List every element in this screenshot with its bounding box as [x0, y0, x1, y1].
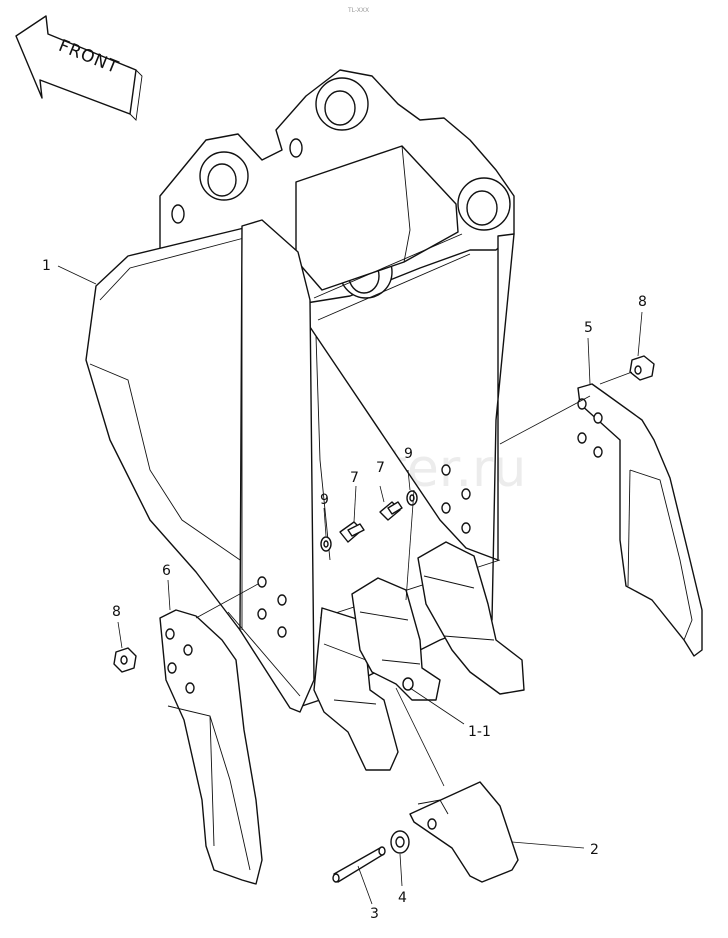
pin-3 [332, 846, 386, 883]
washer-9b [406, 490, 418, 506]
washer-4 [390, 830, 410, 854]
bolt-7b [379, 501, 403, 521]
callout-bucket: 1 [42, 258, 51, 274]
callout-nut-right: 8 [638, 294, 647, 310]
header-code: TL-XXX [347, 7, 369, 14]
washer-9a [320, 536, 332, 552]
callout-washer-small-b: 9 [404, 446, 413, 462]
callout-bolt-b: 7 [376, 460, 385, 476]
front-arrow: FRONT [15, 15, 143, 121]
bolt-7a [339, 521, 365, 543]
callout-tooth-point: 1-1 [468, 724, 491, 740]
callout-washer: 4 [398, 890, 407, 906]
tooth-2 [409, 781, 519, 883]
nut-8-right [629, 355, 655, 381]
nut-8-left [113, 647, 137, 673]
callout-side-cutter-left: 6 [162, 563, 171, 579]
side-cutter-right [577, 383, 703, 657]
leader-lines [57, 265, 643, 905]
callout-nut-left: 8 [112, 604, 121, 620]
callout-washer-small-a: 9 [320, 492, 329, 508]
callout-bolt-a: 7 [350, 470, 359, 486]
callout-pin: 3 [370, 906, 379, 922]
callout-side-cutter-right: 5 [584, 320, 593, 336]
side-cutter-left [159, 609, 263, 885]
bucket-teeth [313, 541, 525, 771]
callout-tooth: 2 [590, 842, 599, 858]
